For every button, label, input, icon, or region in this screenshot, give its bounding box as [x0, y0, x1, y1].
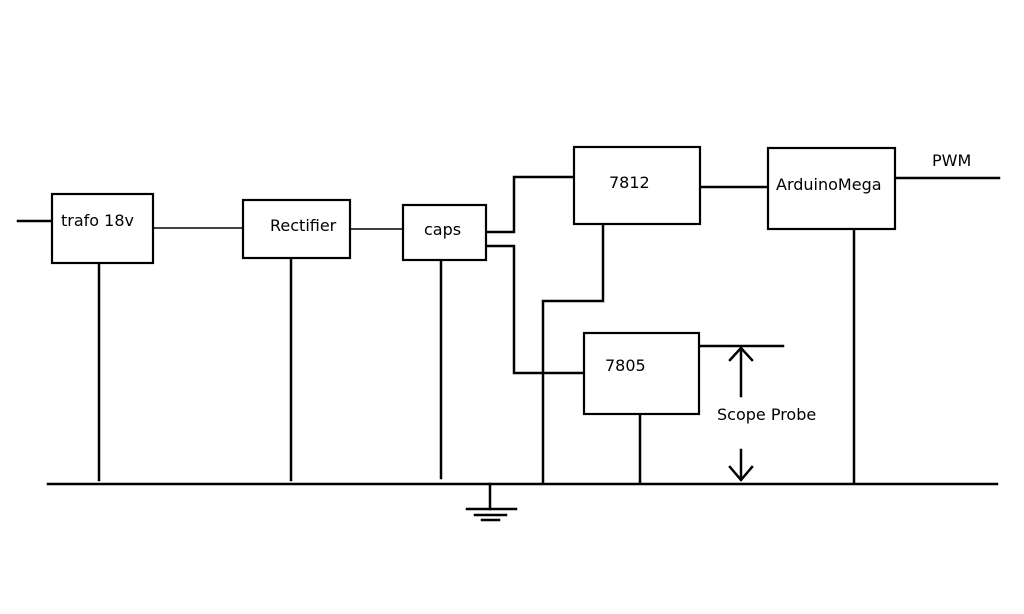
block-7805-label: 7805 [605, 356, 646, 375]
block-caps-label: caps [424, 220, 461, 239]
wire-caps-7812 [484, 175, 576, 234]
block-arduino: ArduinoMega [766, 146, 897, 231]
pwm-label: PWM [932, 151, 971, 170]
ground-symbol-icon [465, 482, 518, 522]
scope-probe-arrow-icon [728, 346, 754, 482]
block-trafo: trafo 18v [50, 192, 155, 265]
wire-caps-7805 [484, 244, 586, 375]
block-rectifier: Rectifier [241, 198, 352, 260]
block-7805: 7805 [582, 331, 701, 416]
block-7812: 7812 [572, 145, 702, 226]
scope-probe-label: Scope Probe [717, 405, 816, 424]
block-arduino-label: ArduinoMega [776, 175, 882, 194]
ground-wire-7812 [541, 222, 605, 485]
block-caps: caps [401, 203, 488, 262]
block-rectifier-label: Rectifier [270, 216, 337, 235]
block-trafo-label: trafo 18v [61, 211, 134, 230]
block-7812-label: 7812 [609, 173, 650, 192]
